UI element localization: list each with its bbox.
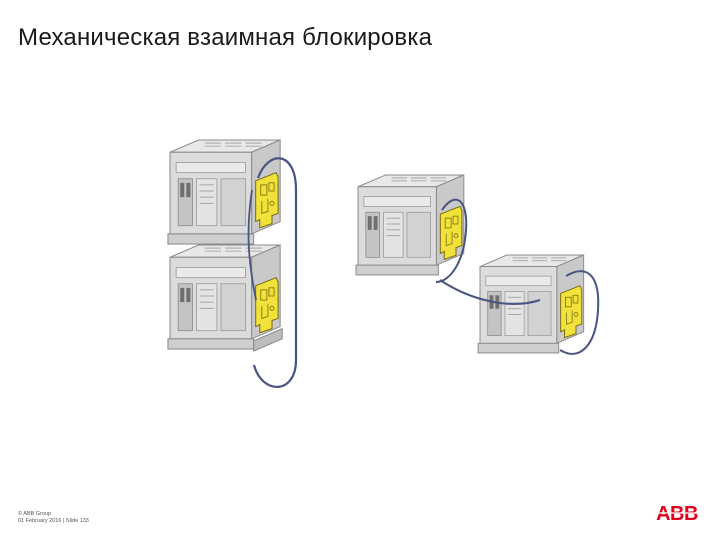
slide-footer: © ABB Group 01 February 2016 | Slide 133 <box>18 511 89 525</box>
slide-title: Механическая взаимная блокировка <box>18 24 433 51</box>
date-slide-text: 01 February 2016 | Slide 133 <box>18 518 89 524</box>
stacked-breakers <box>167 139 298 388</box>
offset-breakers <box>355 174 600 355</box>
copyright-text: © ABB Group <box>18 511 52 517</box>
abb-logo: ABB <box>650 503 704 523</box>
